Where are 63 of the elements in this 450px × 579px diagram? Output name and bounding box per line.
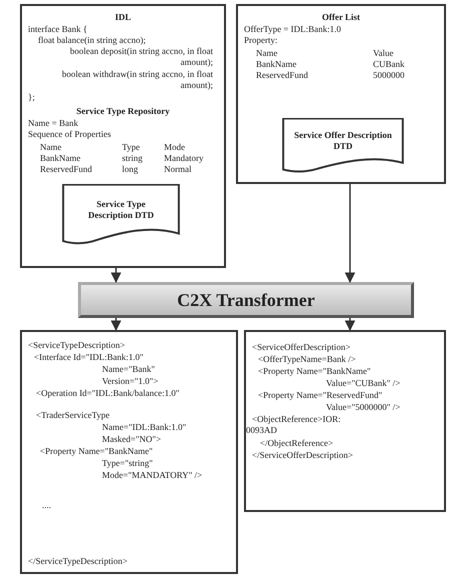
- code-line: <OfferTypeName=Bank />: [258, 354, 356, 365]
- table-cell: 5000000: [373, 70, 404, 81]
- table-cell: Normal: [164, 164, 192, 175]
- table-cell: BankName: [256, 59, 296, 70]
- code-line: <ServiceTypeDescription>: [28, 340, 125, 351]
- text-line: Name = Bank: [28, 118, 78, 129]
- code-line: </ServiceOfferDescription>: [252, 450, 353, 461]
- offer-list-panel: [236, 4, 446, 184]
- heading: IDL: [114, 12, 132, 23]
- code-line: Value="CUBank" />: [326, 378, 400, 389]
- code-line: <Interface Id="IDL:Bank:1.0": [34, 352, 144, 363]
- table-cell: Mandatory: [164, 153, 204, 164]
- heading: Offer List: [320, 12, 362, 23]
- arrow: [110, 268, 122, 284]
- table-header: Type: [122, 142, 140, 153]
- code-line: <Property Name="ReservedFund": [258, 390, 382, 401]
- code-line: Masked="NO">: [102, 434, 161, 445]
- code-line: Name="IDL:Bank:1.0": [102, 422, 186, 433]
- table-cell: string: [122, 153, 143, 164]
- transformer-box: [78, 282, 414, 318]
- table-cell: ReservedFund: [256, 70, 308, 81]
- table-cell: CUBank: [373, 59, 404, 70]
- table-header: Name: [256, 48, 278, 59]
- code-line: interface Bank {: [28, 24, 88, 35]
- code-line: <TraderServiceType: [36, 410, 110, 421]
- heading: Service Type Repository: [75, 106, 171, 117]
- code-line: Value="5000000" />: [326, 402, 400, 413]
- code-line: <Operation Id="IDL:Bank/balance:1.0": [36, 388, 180, 399]
- code-line: Mode="MANDATORY" />: [102, 470, 202, 481]
- document-label: Service Offer Description DTD: [294, 130, 392, 152]
- xml-panel: [244, 330, 446, 512]
- code-line: Version="1.0">: [102, 376, 158, 387]
- document-label: Service Type Description DTD: [87, 199, 155, 221]
- code-line: float balance(in string accno);: [38, 35, 146, 46]
- idl-panel: [20, 4, 226, 268]
- code-line: </ServiceTypeDescription>: [28, 556, 128, 567]
- transformer-label: C2X Transformer: [177, 289, 315, 311]
- code-line: Name="Bank": [102, 364, 155, 375]
- text-line: Sequence of Properties: [28, 129, 111, 140]
- code-line: <Property Name="BankName": [40, 446, 153, 457]
- arrow: [344, 318, 356, 332]
- document-shape: [62, 184, 180, 246]
- table-cell: ReservedFund: [40, 164, 92, 175]
- code-line: <ServiceOfferDescription>: [252, 342, 350, 353]
- code-line: <Property Name="BankName": [258, 366, 371, 377]
- code-line: ....: [42, 500, 51, 511]
- text-line: OfferType = IDL:Bank:1.0: [244, 24, 342, 35]
- table-header: Value: [373, 48, 394, 59]
- code-line: boolean withdraw(in string accno, in float amount);: [61, 69, 213, 91]
- xml-panel: [20, 330, 238, 574]
- code-line: };: [28, 92, 35, 103]
- table-cell: long: [122, 164, 138, 175]
- table-header: Name: [40, 142, 62, 153]
- document-shape: [282, 118, 404, 174]
- code-line: <ObjectReference>IOR: 0093AD: [246, 414, 342, 436]
- code-line: boolean deposit(in string accno, in float amount);: [69, 46, 213, 68]
- arrow: [344, 184, 356, 284]
- table-cell: BankName: [40, 153, 80, 164]
- code-line: </ObjectReference>: [260, 438, 334, 449]
- code-line: Type="string": [102, 458, 153, 469]
- table-header: Mode: [164, 142, 185, 153]
- text-line: Property:: [244, 35, 278, 46]
- arrow: [110, 318, 122, 332]
